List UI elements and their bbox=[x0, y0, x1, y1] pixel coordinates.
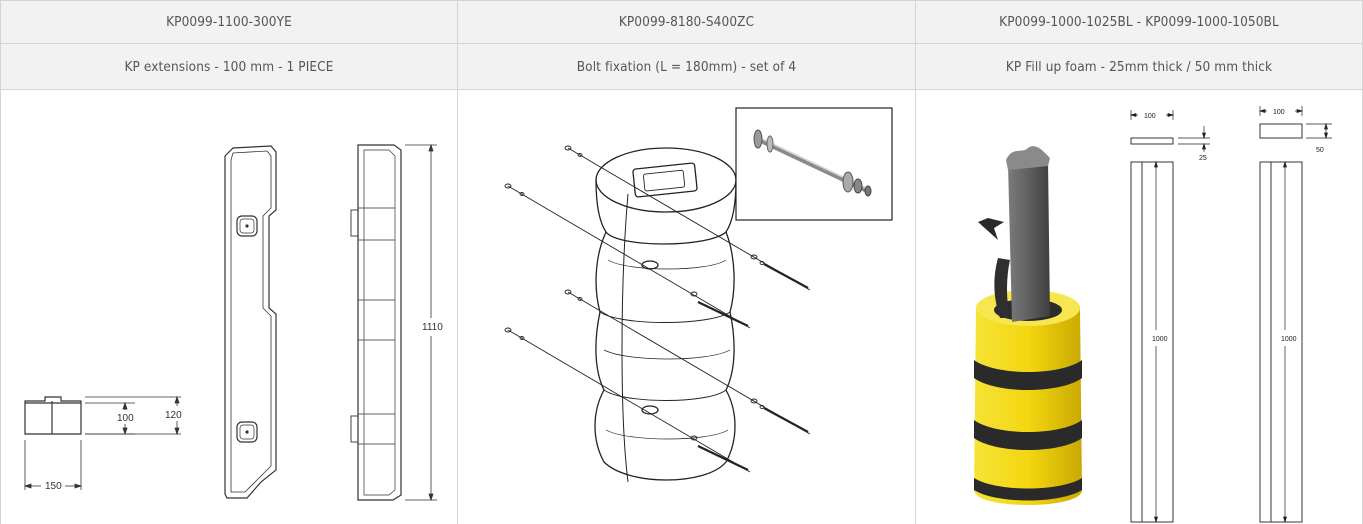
extension-drawing-cell: 150 100 120 1110 bbox=[0, 90, 458, 524]
col2-description: Bolt fixation (L = 180mm) - set of 4 bbox=[458, 44, 916, 90]
dim-length: 1110 bbox=[422, 322, 443, 333]
col3-code: KP0099-1000-1025BL - KP0099-1000-1050BL bbox=[916, 0, 1363, 44]
foam50-width: 100 bbox=[1273, 109, 1285, 116]
fill-foam-cell: 100 25 1000 100 50 1000 bbox=[916, 90, 1363, 524]
col1-description: KP extensions - 100 mm - 1 PIECE bbox=[0, 44, 458, 90]
extension-technical-drawing: 150 100 120 1110 bbox=[23, 143, 443, 502]
dim-height-large: 120 bbox=[165, 410, 182, 421]
foam25-length: 1000 bbox=[1152, 336, 1168, 343]
foam25-thickness: 25 bbox=[1199, 155, 1207, 162]
dim-height-small: 100 bbox=[117, 413, 134, 424]
col3-description: KP Fill up foam - 25mm thick / 50 mm thi… bbox=[916, 44, 1363, 90]
bolt-fixation-drawing bbox=[504, 107, 893, 483]
foam50-length: 1000 bbox=[1281, 336, 1297, 343]
col1-code: KP0099-1100-300YE bbox=[0, 0, 458, 44]
fill-foam-drawing: 100 25 1000 100 50 1000 bbox=[974, 106, 1332, 524]
foam-product-photo bbox=[974, 146, 1082, 505]
bolt-photo-icon bbox=[753, 129, 872, 197]
foam50-thickness: 50 bbox=[1316, 147, 1324, 154]
col2-code: KP0099-8180-S400ZC bbox=[458, 0, 916, 44]
bolt-fixation-cell bbox=[458, 90, 916, 524]
foam25-width: 100 bbox=[1144, 113, 1156, 120]
dim-width: 150 bbox=[45, 481, 62, 492]
